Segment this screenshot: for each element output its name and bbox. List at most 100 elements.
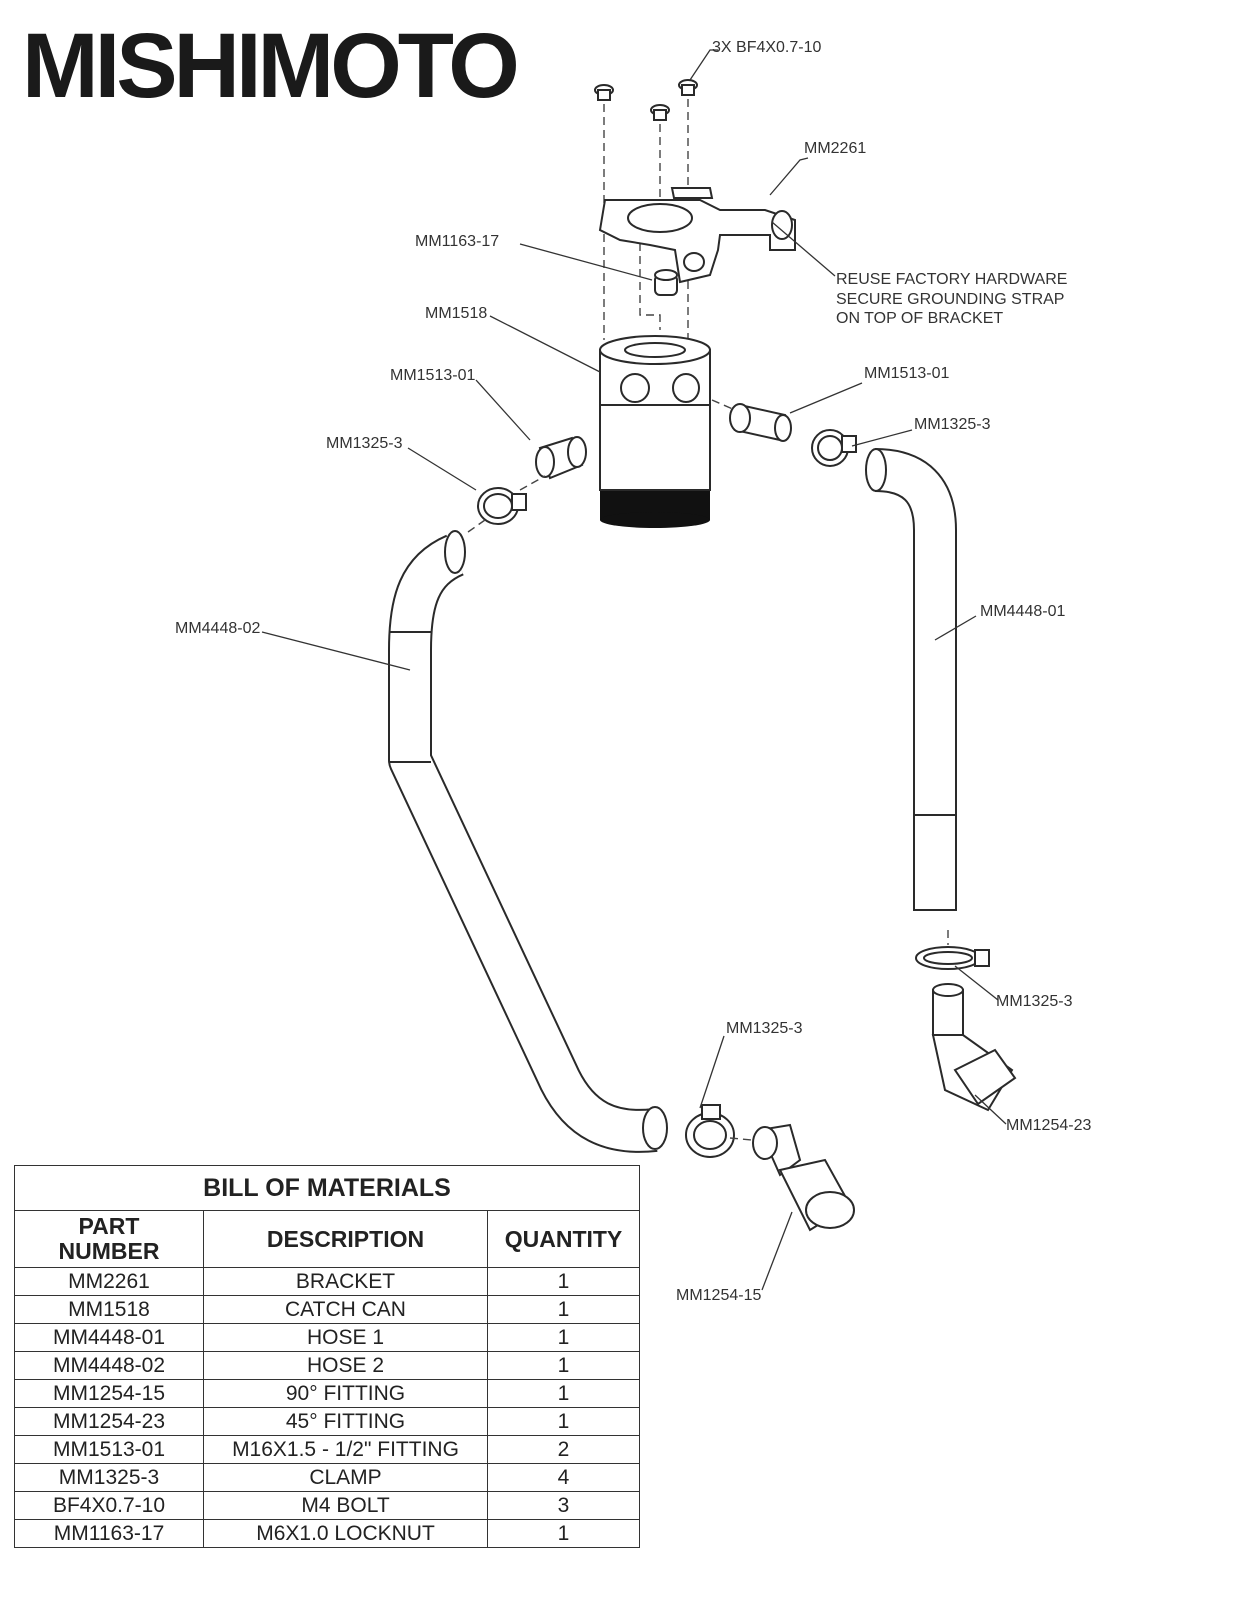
bom-cell-part: MM1325-3 [14,1463,204,1492]
leader-clamp-left [407,447,477,491]
bom-header-description: DESCRIPTION [203,1210,488,1268]
bom-cell-qty: 1 [487,1407,640,1436]
guide-left-hose [467,519,486,533]
bom-cell-part: MM1254-23 [14,1407,204,1436]
bom-header-part-line1: PART [78,1213,140,1239]
hose-right [865,448,957,911]
guide-left-fitting [519,475,546,491]
callout-fitting-left: MM1513-01 [390,367,475,384]
callout-clamp-right: MM1325-3 [914,416,991,433]
leader-catch-can [489,315,601,373]
bom-cell-qty: 1 [487,1323,640,1352]
bom-cell-part: MM1254-15 [14,1379,204,1408]
bom-title: BILL OF MATERIALS [14,1165,640,1211]
leader-fitting-left [475,379,531,441]
bracket [598,187,796,284]
leader-hose-left [261,631,411,671]
bom-cell-part: MM4448-01 [14,1323,204,1352]
leader-fitting-right [789,382,863,414]
callout-fitting-90: MM1254-15 [676,1287,761,1304]
bom-header-part-line2: NUMBER [58,1238,160,1264]
locknut-guide [639,230,661,330]
bom-cell-description: 90° FITTING [203,1379,488,1408]
clamp-lower-middle [685,1104,735,1158]
bom-cell-part: MM1513-01 [14,1435,204,1464]
bom-cell-description: 45° FITTING [203,1407,488,1436]
fitting-90 [752,1123,855,1232]
bom-cell-qty: 1 [487,1379,640,1408]
leader-locknut [519,243,653,281]
callout-fitting-right: MM1513-01 [864,365,949,382]
leader-clamp-lower-middle [699,1035,725,1109]
brand-logo: MISHIMOTO [22,15,516,117]
bom-cell-qty: 2 [487,1435,640,1464]
bolt-1 [594,84,614,101]
bom-header-quantity: QUANTITY [487,1210,640,1268]
bom-cell-description: CLAMP [203,1463,488,1492]
clamp-left [477,487,527,525]
bom-cell-description: HOSE 1 [203,1323,488,1352]
bom-cell-part: BF4X0.7-10 [14,1491,204,1520]
leader-bracket [769,157,809,196]
bolt-2 [650,104,670,121]
bom-cell-part: MM4448-02 [14,1351,204,1380]
locknut [654,269,678,296]
note-line-2: SECURE GROUNDING STRAP [836,291,1064,308]
leader-clamp-lower-right [954,965,999,1001]
leader-fitting-45 [974,1094,1007,1125]
bom-header-row: PART NUMBER DESCRIPTION QUANTITY [14,1210,640,1268]
fitting-left [535,436,587,480]
callout-catch-can: MM1518 [425,305,487,322]
callout-locknut: MM1163-17 [415,233,499,250]
bom-cell-qty: 1 [487,1351,640,1380]
bom-cell-part: MM1163-17 [14,1519,204,1548]
bom-cell-part: MM2261 [14,1267,204,1296]
leader-note [771,221,836,277]
callout-clamp-lower-right: MM1325-3 [996,993,1073,1010]
bom-cell-part: MM1518 [14,1295,204,1324]
bill-of-materials-table: BILL OF MATERIALS PART NUMBER DESCRIPTIO… [14,1165,640,1548]
guide-lower-middle [729,1137,753,1141]
fitting-45 [931,983,1017,1112]
bom-cell-description: M16X1.5 - 1/2" FITTING [203,1435,488,1464]
callout-fitting-45: MM1254-23 [1006,1117,1091,1134]
leader-bolts [689,49,718,81]
bom-cell-qty: 1 [487,1519,640,1548]
bom-cell-qty: 4 [487,1463,640,1492]
bom-cell-description: CATCH CAN [203,1295,488,1324]
leader-hose-right [934,615,977,641]
callout-clamp-lower-middle: MM1325-3 [726,1020,803,1037]
callout-hose-right: MM4448-01 [980,603,1065,620]
clamp-lower-right [915,946,990,970]
bom-header-part-number: PART NUMBER [14,1210,204,1268]
note-line-3: ON TOP OF BRACKET [836,310,1003,327]
bom-cell-description: M6X1.0 LOCKNUT [203,1519,488,1548]
fitting-right [729,403,792,442]
hose-left [388,530,668,1153]
callout-clamp-left: MM1325-3 [326,435,403,452]
clamp-right [811,429,857,467]
note-line-1: REUSE FACTORY HARDWARE [836,271,1067,288]
bolt-3 [678,79,698,96]
leader-clamp-right [851,429,913,447]
leader-fitting-90 [761,1211,793,1291]
bom-cell-qty: 1 [487,1267,640,1296]
bom-title-row: BILL OF MATERIALS [14,1165,640,1211]
bom-cell-description: BRACKET [203,1267,488,1296]
guide-right-fitting [711,399,736,411]
callout-bolts: 3X BF4X0.7-10 [712,39,822,56]
bom-cell-description: M4 BOLT [203,1491,488,1520]
callout-hose-left: MM4448-02 [175,620,260,637]
catch-can [599,335,711,528]
callout-bracket: MM2261 [804,140,866,157]
